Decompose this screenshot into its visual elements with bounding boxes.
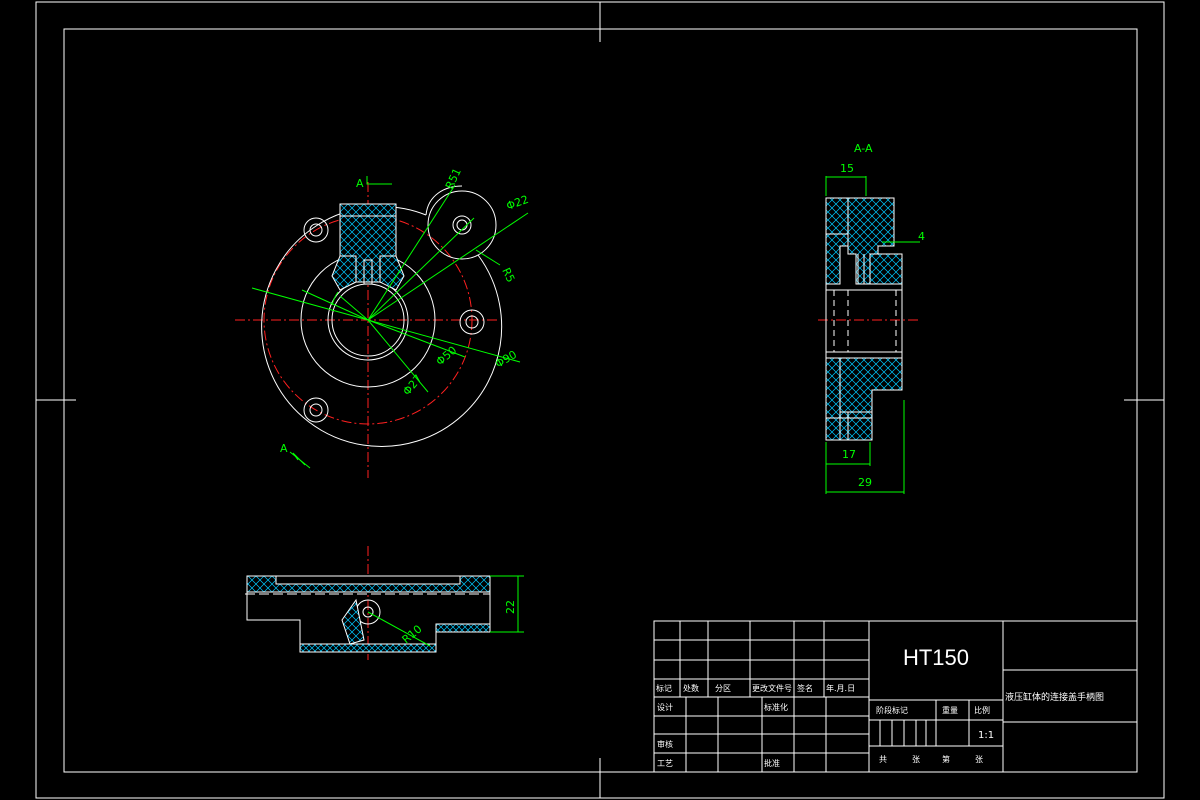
material: HT150: [903, 645, 969, 670]
label-ratio: 比例: [974, 705, 990, 715]
drawing-frame: [35, 1, 1165, 799]
dim-r10: R10: [400, 622, 425, 646]
label-date: 年.月.日: [826, 683, 855, 693]
scale-value: 1:1: [978, 730, 994, 741]
label-zone: 分区: [715, 684, 731, 693]
bolt-hole: [459, 309, 485, 335]
top-view: R10 22: [245, 546, 524, 660]
front-view: A A R51 Φ22 R5 Φ50 Φ90 Φ27: [235, 166, 530, 478]
dim-17: 17: [842, 448, 856, 461]
label-approve: 批准: [764, 758, 780, 768]
label-sheet-2: 张: [975, 755, 983, 764]
label-review: 审核: [657, 739, 673, 749]
dim-15: 15: [840, 162, 854, 175]
label-weight: 重量: [942, 705, 958, 715]
label-sheet: 张: [912, 755, 920, 764]
label-designer: 设计: [657, 702, 673, 712]
dim-29: 29: [858, 476, 872, 489]
bolt-hole: [303, 217, 329, 243]
dim-d90: Φ90: [493, 348, 519, 371]
cut-mark-top: A: [356, 177, 364, 190]
part-name: 液压缸体的连接盖手柄图: [1005, 691, 1104, 703]
label-process: 工艺: [657, 759, 673, 768]
dim-r51: R51: [443, 166, 464, 191]
lug-outline: [427, 190, 497, 260]
title-block: 标记 处数 分区 更改文件号 签名 年.月.日 设计 标准化 审核 工艺 批准 …: [653, 620, 1138, 773]
dim-22: 22: [504, 600, 517, 614]
cut-mark-bottom: A: [280, 442, 288, 455]
dim-4: 4: [918, 230, 925, 243]
label-total: 共: [879, 755, 887, 764]
dim-d50: Φ50: [434, 344, 460, 369]
label-signature: 签名: [797, 683, 813, 693]
label-of: 第: [942, 754, 950, 764]
label-count: 处数: [683, 683, 699, 693]
label-standardize: 标准化: [764, 702, 788, 712]
dim-r5: R5: [499, 266, 517, 285]
section-label: A-A: [854, 142, 873, 155]
label-mark: 标记: [656, 683, 672, 693]
section-a-a: A-A 15 4 17 29: [818, 142, 925, 494]
label-change-doc: 更改文件号: [752, 683, 792, 693]
dim-d22: Φ22: [505, 193, 531, 213]
label-stage-mark: 阶段标记: [876, 705, 908, 715]
bolt-hole: [303, 397, 329, 423]
outer-profile: [261, 205, 503, 447]
